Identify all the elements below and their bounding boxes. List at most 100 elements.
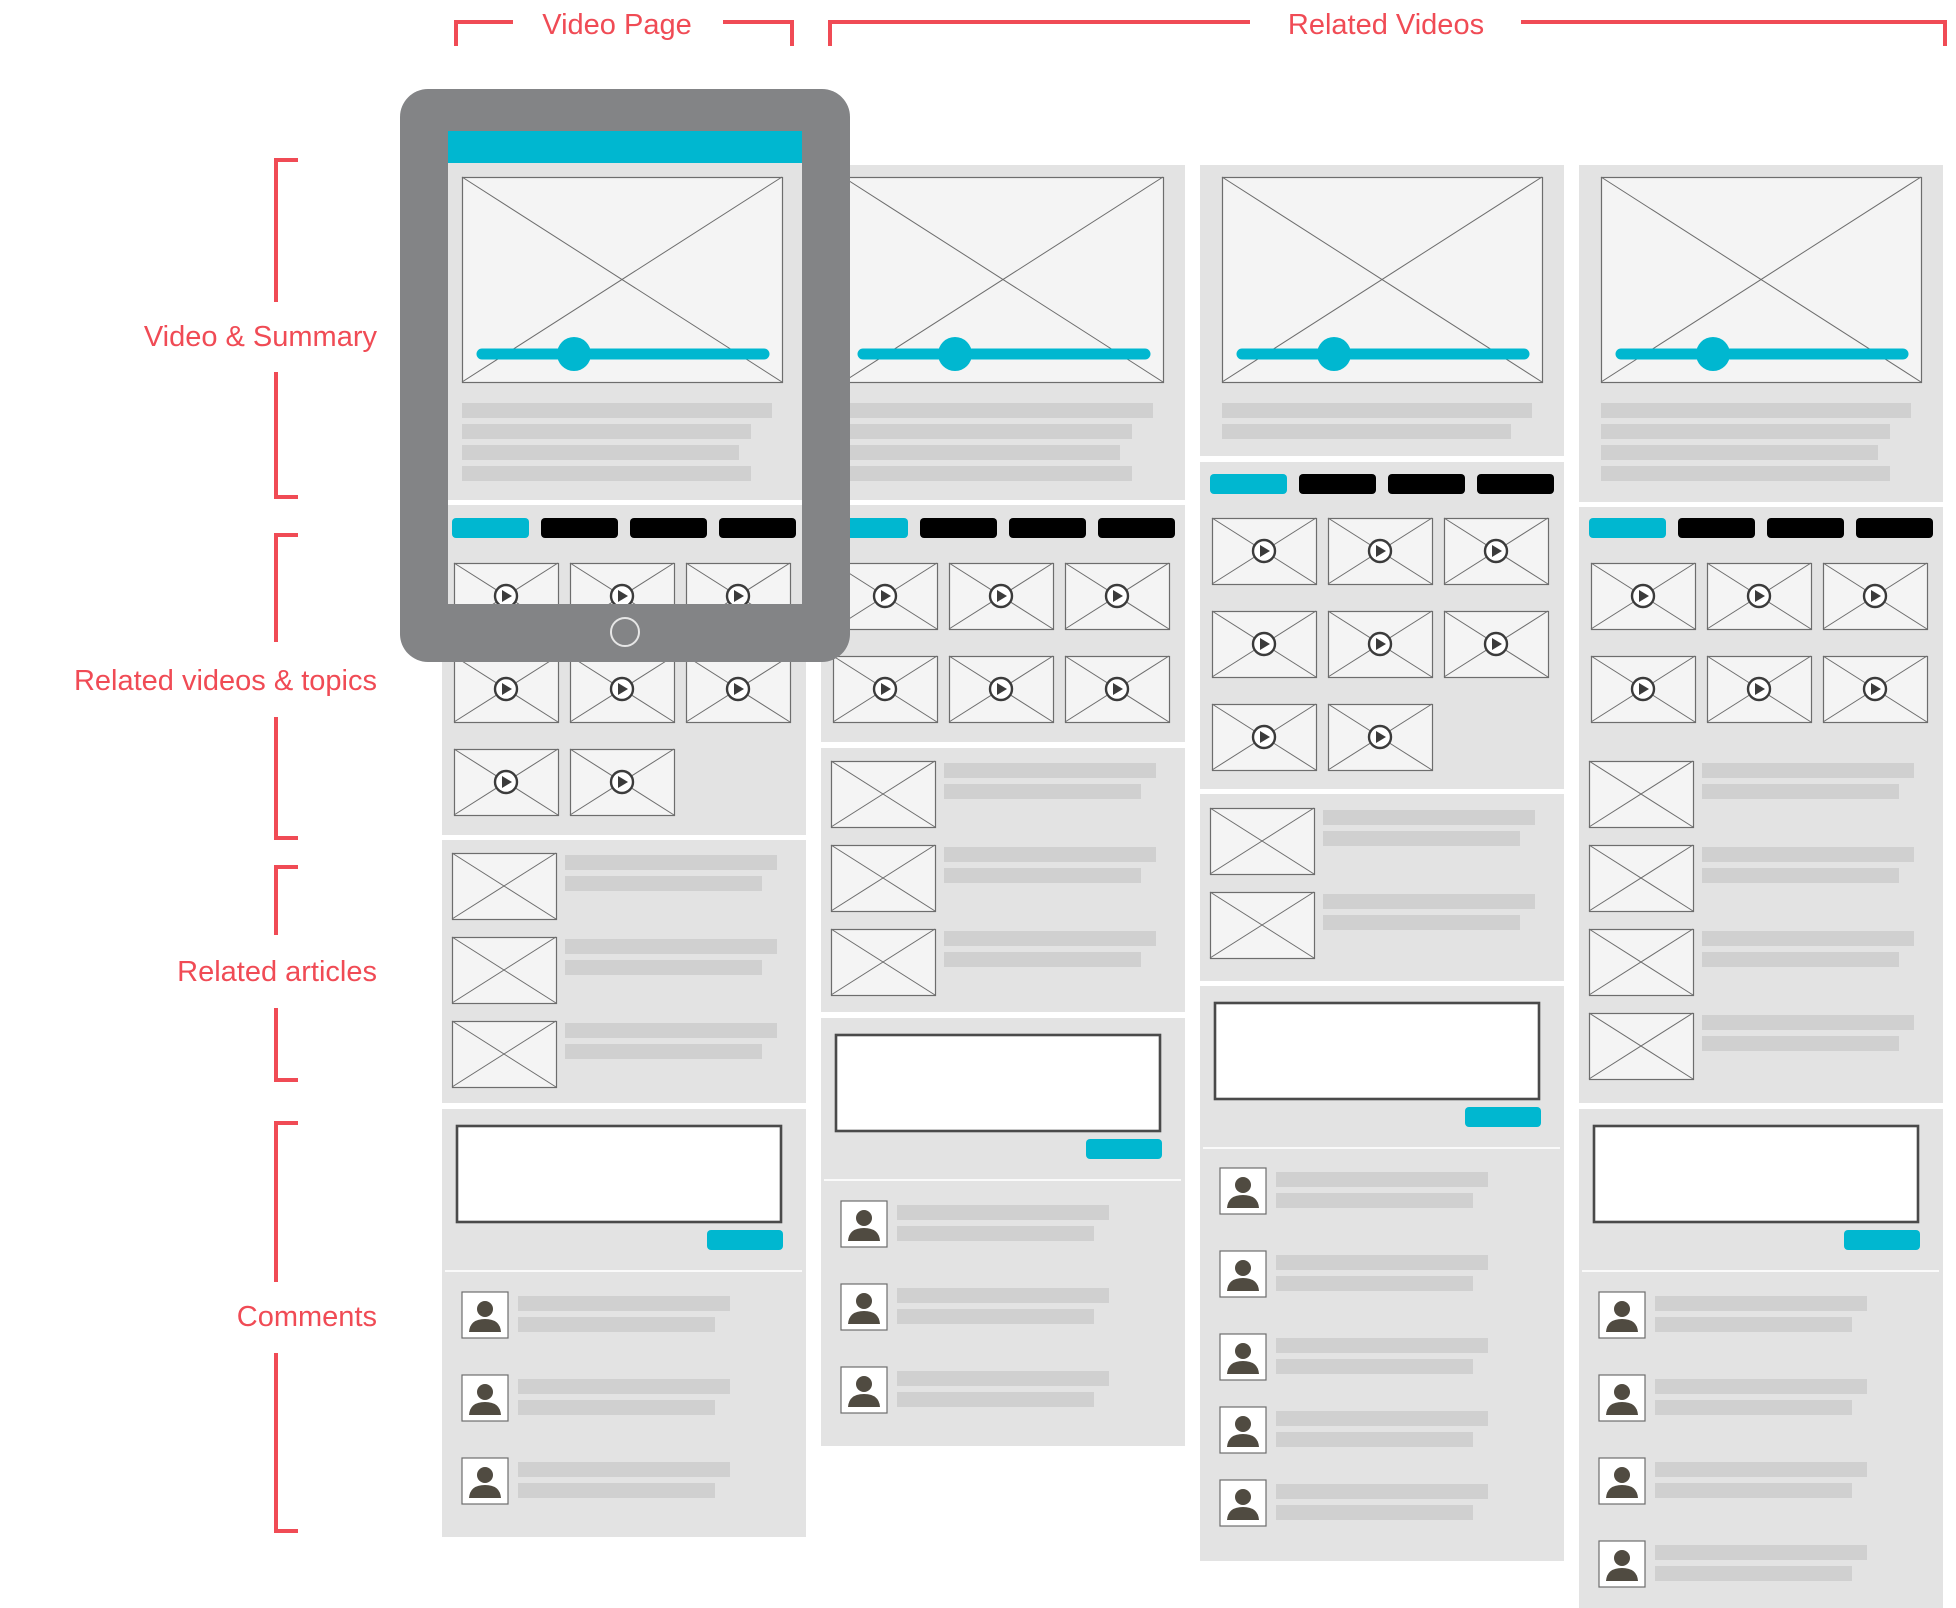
label-related-videos-topics: Related videos & topics (74, 665, 377, 697)
avatar-icon (1598, 1457, 1646, 1505)
comment-input (1203, 1001, 1560, 1149)
tablet-device (400, 89, 850, 662)
placeholder-cross (451, 852, 557, 920)
text-line-placeholder (462, 466, 751, 481)
avatar-icon (1219, 1250, 1267, 1298)
avatar-icon (1219, 1406, 1267, 1454)
avatar-icon (1219, 1479, 1267, 1527)
text-line-placeholder (1276, 1411, 1488, 1426)
placeholder-cross (1209, 891, 1315, 959)
placeholder-cross (842, 176, 1164, 383)
play-icon (1260, 638, 1270, 650)
text-line-placeholder (1601, 445, 1878, 460)
comment-submit-button (707, 1230, 783, 1250)
play-icon (502, 776, 512, 788)
play-icon (1871, 683, 1881, 695)
placeholder-cross (830, 928, 936, 996)
text-line-placeholder (1276, 1505, 1473, 1520)
video-thumbnail (1443, 610, 1550, 679)
comment-item (1219, 1167, 1488, 1215)
avatar-head (856, 1376, 872, 1392)
comment-input (445, 1124, 802, 1272)
video-thumbnail (1590, 655, 1697, 724)
placeholder-cross (461, 176, 783, 383)
text-line-placeholder (897, 1309, 1094, 1324)
avatar-body (1227, 1507, 1259, 1520)
video-thumbnail (569, 655, 676, 724)
avatar-body (1227, 1278, 1259, 1291)
video-thumbnail (948, 562, 1055, 631)
text-line-placeholder (1702, 1015, 1914, 1030)
play-icon (502, 683, 512, 695)
avatar-body (1606, 1319, 1638, 1332)
avatar-body (469, 1319, 501, 1332)
video-thumbnail (1064, 655, 1171, 724)
image-placeholder (830, 760, 937, 829)
avatar-body (469, 1485, 501, 1498)
avatar-head (856, 1210, 872, 1226)
comment-submit-button (1844, 1230, 1920, 1250)
comment-item (461, 1457, 730, 1505)
avatar-head (1614, 1384, 1630, 1400)
avatar-head (1235, 1489, 1251, 1505)
placeholder-cross (451, 936, 557, 1004)
avatar-body (1227, 1361, 1259, 1374)
tab (630, 518, 707, 538)
text-line-placeholder (1702, 868, 1899, 883)
tab-active (1589, 518, 1666, 538)
text-line-placeholder (1702, 784, 1899, 799)
page-column (821, 165, 1185, 1446)
play-icon (1639, 590, 1649, 602)
image-placeholder (1209, 807, 1316, 876)
placeholder-cross (1600, 176, 1922, 383)
article-item (1588, 1012, 1914, 1081)
avatar-body (1227, 1195, 1259, 1208)
article-item (1209, 891, 1535, 960)
avatar-head (477, 1301, 493, 1317)
article-item (830, 844, 1156, 913)
image-placeholder (451, 852, 558, 921)
comment-item (1598, 1457, 1867, 1505)
comment-textarea (834, 1033, 1162, 1133)
text-line-placeholder (518, 1462, 730, 1477)
tablet-app-header (448, 131, 802, 163)
home-button-icon (610, 617, 640, 647)
avatar-icon (1598, 1291, 1646, 1339)
comment-item (840, 1366, 1109, 1414)
tab (541, 518, 618, 538)
avatar-icon (1598, 1540, 1646, 1588)
text-line-placeholder (1276, 1432, 1473, 1447)
video-thumbnail (1211, 517, 1318, 586)
image-placeholder (451, 936, 558, 1005)
text-line-placeholder (518, 1317, 715, 1332)
text-line-placeholder (897, 1205, 1109, 1220)
video-thumbnail (685, 655, 792, 724)
play-icon (1871, 590, 1881, 602)
text-line-placeholder (1655, 1379, 1867, 1394)
article-item (830, 760, 1156, 829)
text-line-placeholder (1655, 1483, 1852, 1498)
play-icon (618, 776, 628, 788)
comment-item (1598, 1540, 1867, 1588)
comment-input (824, 1033, 1181, 1181)
text-line-placeholder (1702, 1036, 1899, 1051)
text-line-placeholder (518, 1296, 730, 1311)
video-scrubber-knob (938, 337, 972, 371)
header-related-videos: Related Videos (1288, 9, 1484, 41)
article-item (1209, 807, 1535, 876)
label-video-summary: Video & Summary (144, 321, 378, 353)
text-line-placeholder (843, 445, 1120, 460)
topic-tabs (452, 518, 796, 538)
text-line-placeholder (1601, 424, 1890, 439)
text-line-placeholder (944, 868, 1141, 883)
video-thumbnail (1211, 703, 1318, 772)
video-thumbnail (1706, 562, 1813, 631)
video-thumbnail (1822, 562, 1929, 631)
comment-item (1219, 1406, 1488, 1454)
header-video-page: Video Page (542, 9, 691, 41)
image-placeholder (830, 844, 937, 913)
annotations: Video Page Related Videos Video & Summar… (74, 9, 1947, 1533)
video-thumbnail (1327, 517, 1434, 586)
comment-submit-button (1086, 1139, 1162, 1159)
